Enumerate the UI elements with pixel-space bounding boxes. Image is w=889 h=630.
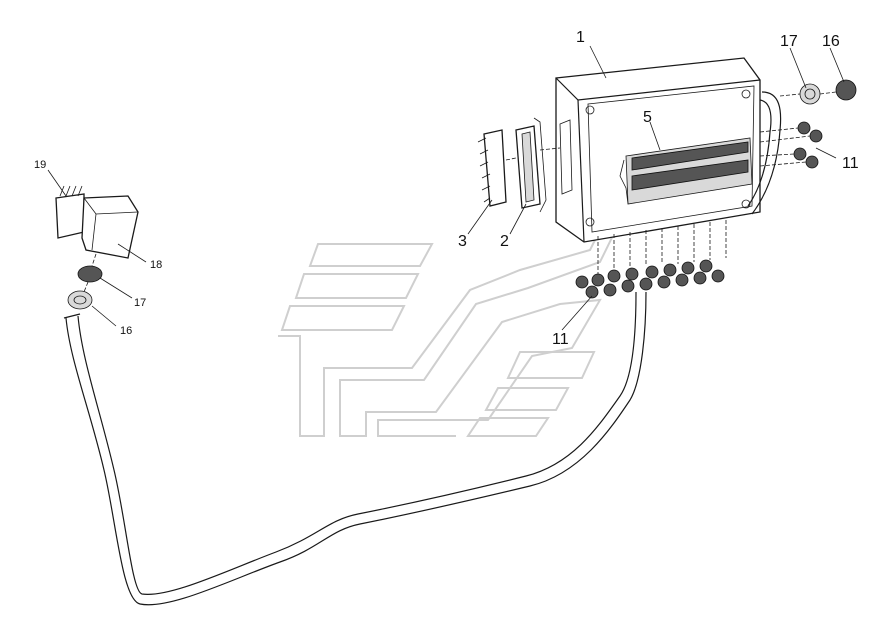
- label-plug-housing: 18: [150, 259, 162, 271]
- label-nut-top: 17: [780, 33, 798, 50]
- leader-lines: [47, 45, 845, 331]
- left-plug-assembly: [55, 185, 139, 310]
- cable: [63, 291, 647, 606]
- enclosure-box: [555, 57, 782, 243]
- watermark-logo: [278, 148, 652, 437]
- label-terminal-block: 5: [643, 109, 652, 126]
- label-cap-top: 16: [822, 33, 840, 50]
- label-cap-left: 16: [120, 325, 132, 337]
- label-box: 1: [576, 29, 585, 46]
- connectors: [477, 117, 561, 213]
- label-connector-socket: 2: [500, 233, 509, 250]
- terminal-block: [619, 137, 753, 205]
- glands-right: [759, 121, 823, 169]
- label-gland-bottom: 11: [552, 331, 569, 348]
- glands-bottom: [575, 220, 727, 299]
- label-plug-pins: 19: [34, 159, 46, 171]
- label-nut-left: 17: [134, 297, 146, 309]
- nut-cap-top: [779, 79, 857, 105]
- label-gland-right: 11: [842, 155, 859, 172]
- label-connector-plug: 3: [458, 233, 467, 250]
